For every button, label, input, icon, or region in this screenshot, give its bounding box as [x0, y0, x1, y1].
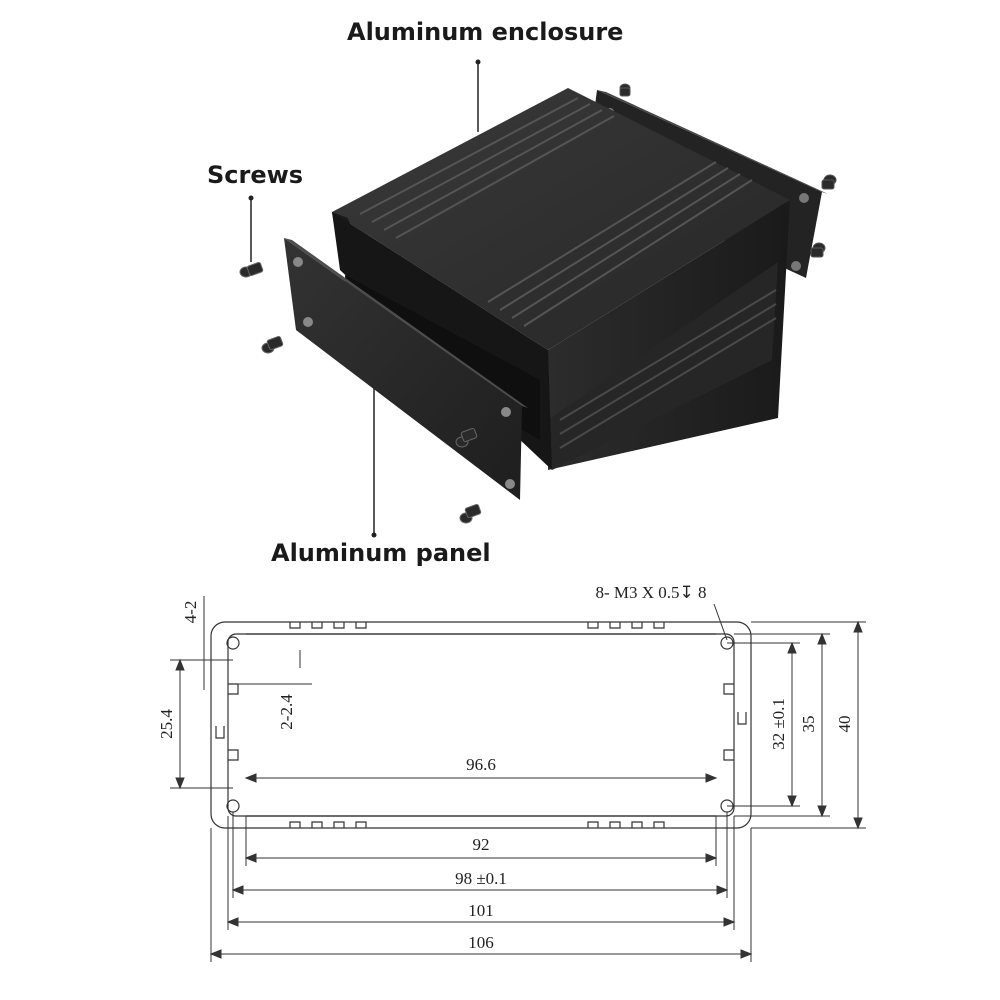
profile-drawing: [210, 621, 752, 829]
dim-35: 35: [799, 716, 818, 733]
screws-label: Screws: [207, 161, 304, 189]
dim-32: 32 ±0.1: [769, 698, 788, 750]
dim-96-6: 96.6: [466, 755, 496, 774]
dim-101: 101: [468, 901, 494, 920]
dim-106: 106: [468, 933, 494, 952]
screws-pointer-dot: [248, 195, 254, 201]
enclosure-ribs: [359, 97, 753, 327]
dim-40: 40: [835, 716, 854, 733]
aluminum-panel-label: Aluminum panel: [271, 539, 491, 567]
dim-slot-depth: 2-2.4: [277, 694, 296, 730]
dimension-lines: [170, 596, 866, 962]
side-ribs: [559, 289, 777, 449]
dim-4-2: 4-2: [181, 601, 200, 624]
enclosure-pointer-dot: [475, 59, 481, 65]
dim-thread-note: 8- M3 X 0.5↧ 8: [595, 583, 706, 602]
dim-98: 98 ±0.1: [455, 869, 507, 888]
dim-92: 92: [473, 835, 490, 854]
back-screws: [619, 83, 837, 258]
front-screws: [239, 261, 482, 524]
pointer-lines: [250, 62, 479, 535]
dim-25-4: 25.4: [157, 709, 176, 739]
aluminum-enclosure-label: Aluminum enclosure: [347, 18, 624, 46]
panel-pointer-dot: [371, 532, 377, 538]
